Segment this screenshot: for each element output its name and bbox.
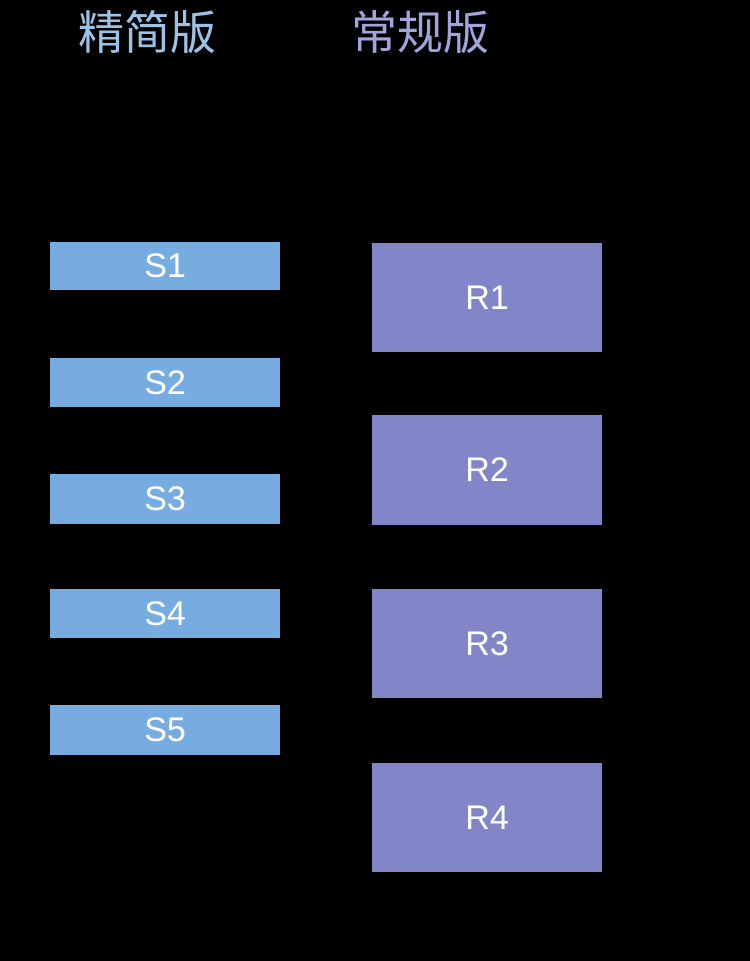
block-s1[interactable]: S1 [50,242,280,290]
block-s1-label: S1 [144,247,186,285]
block-s3-label: S3 [144,480,186,518]
block-s4-label: S4 [144,594,186,633]
block-s2[interactable]: S2 [50,358,280,407]
block-s3[interactable]: S3 [50,474,280,524]
block-r4[interactable]: R4 [372,763,602,872]
block-r1-label: R1 [465,278,509,317]
block-s2-label: S2 [144,363,186,402]
block-r2-label: R2 [465,451,509,489]
block-s5-label: S5 [144,711,186,749]
column-header-regular: 常规版 [351,7,489,59]
block-r3-label: R3 [465,624,509,663]
block-s5[interactable]: S5 [50,705,280,755]
column-header-simplified: 精简版 [78,7,216,59]
block-r4-label: R4 [465,798,509,837]
block-s4[interactable]: S4 [50,589,280,638]
block-r2[interactable]: R2 [372,415,602,525]
block-r1[interactable]: R1 [372,243,602,352]
block-r3[interactable]: R3 [372,589,602,698]
